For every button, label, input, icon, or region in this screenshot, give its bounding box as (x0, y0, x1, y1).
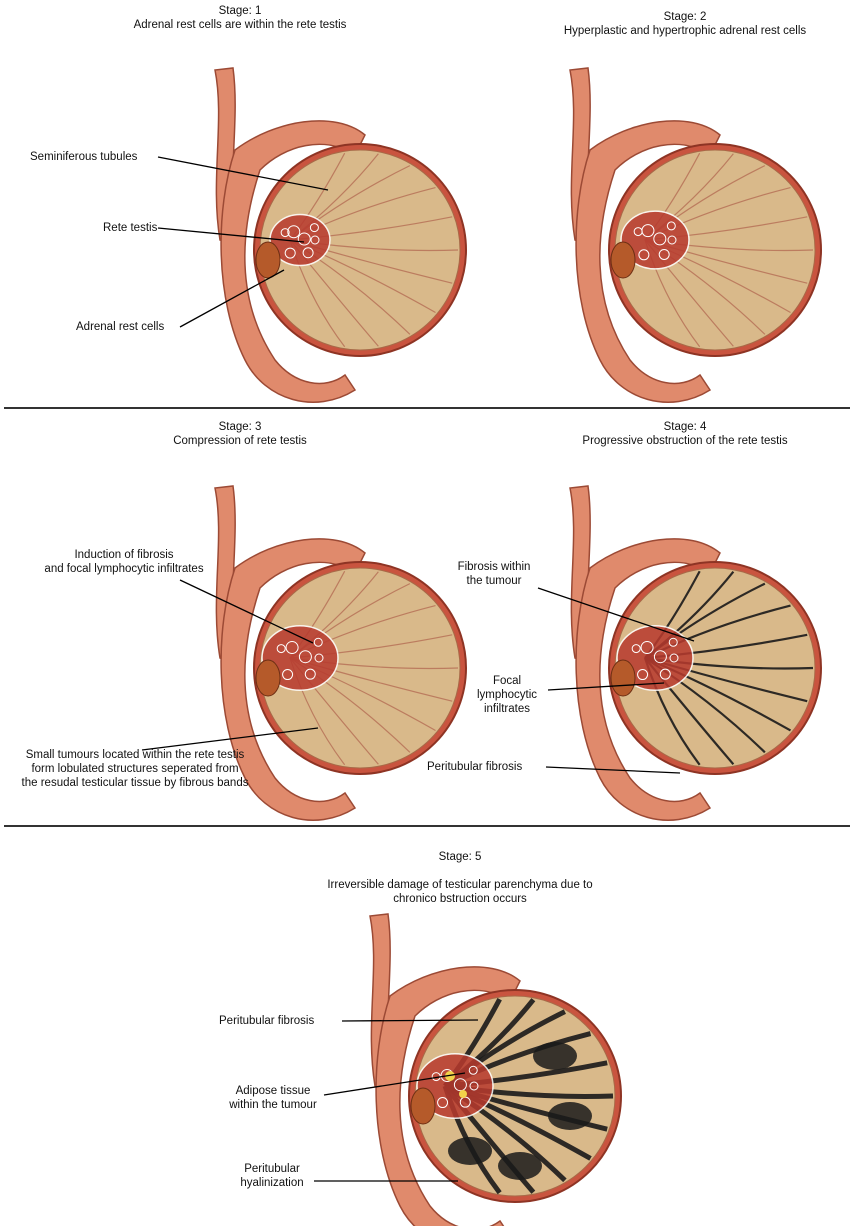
stage-5-leader-lines (0, 0, 853, 1224)
